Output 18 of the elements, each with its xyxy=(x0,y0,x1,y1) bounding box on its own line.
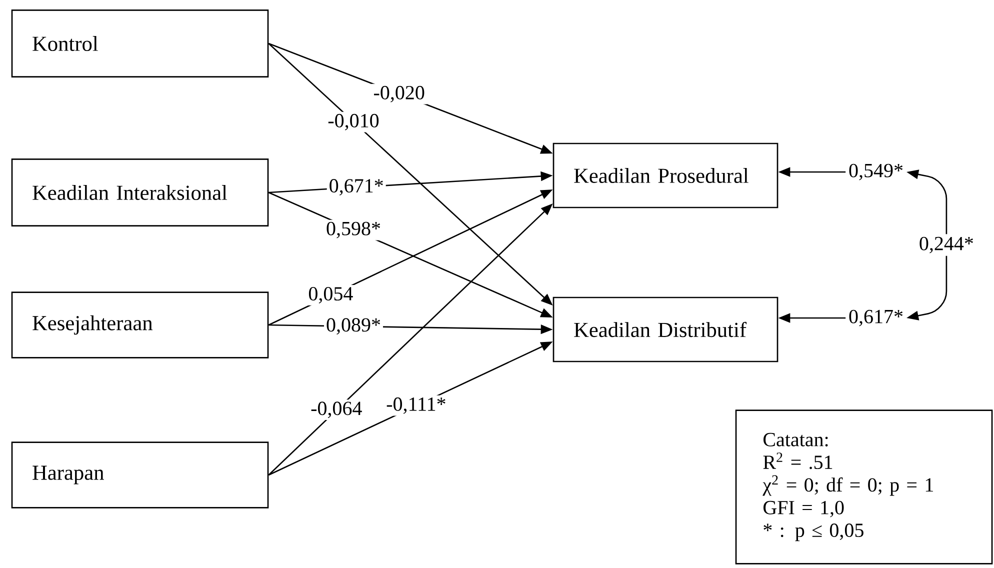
edge-label: 0,244* xyxy=(916,234,977,256)
error-label: 0,549* xyxy=(849,164,903,180)
edge-label: 0,598* xyxy=(324,220,383,240)
variable-box: Keadilan Prosedural xyxy=(552,142,778,208)
variable-box: Kesejahteraan xyxy=(11,292,269,358)
edge-label: -0,111* xyxy=(384,395,448,416)
edge-label: 0,054 xyxy=(306,285,356,306)
variable-box: Kontrol xyxy=(11,10,269,78)
edge-label: -0,020 xyxy=(371,84,427,104)
edge-label: 0,671* xyxy=(326,177,386,198)
edge-label: 0,089* xyxy=(324,316,383,337)
variable-box: Keadilan Distributif xyxy=(552,296,778,362)
error-label: 0,617* xyxy=(849,310,903,326)
edge-label: -0,010 xyxy=(326,112,382,132)
note-box: Catatan: R$^{2}$ = .51 χ$^{2}$ = 0; df = 0; p = 1 GFI = 1,0 * : p ≤ 0,05 xyxy=(735,410,993,564)
variable-box: Keadilan Interaksional xyxy=(11,158,269,226)
edge-label: -0,064 xyxy=(308,400,364,420)
variable-box: Harapan xyxy=(11,442,269,508)
